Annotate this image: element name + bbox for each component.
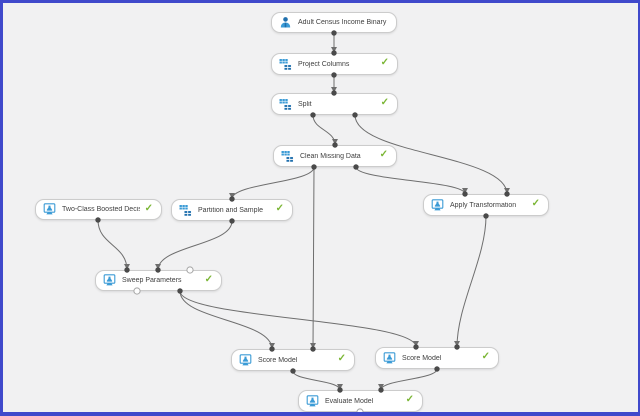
module-label: Split (298, 100, 312, 108)
module-node-adult-census-dataset[interactable]: Adult Census Income Binary C... (271, 12, 397, 33)
module-label: Two-Class Boosted Decision T... (62, 206, 140, 213)
data-transform-icon (279, 98, 292, 111)
module-label: Evaluate Model (325, 397, 374, 405)
module-label: Adult Census Income Binary C... (298, 19, 388, 26)
status-check-icon: ✓ (380, 57, 389, 68)
ml-module-icon (239, 353, 252, 367)
status-check-icon: ✓ (144, 202, 153, 214)
dataset-icon (279, 16, 292, 29)
data-transform-icon (279, 58, 292, 71)
data-transform-icon (281, 150, 294, 163)
module-label: Clean Missing Data (300, 152, 361, 160)
module-node-apply-transformation[interactable]: Apply Transformation ✓ (423, 194, 549, 216)
module-node-two-class-boosted-decision-tree[interactable]: Two-Class Boosted Decision T... ✓ (35, 199, 162, 220)
status-check-icon: ✓ (380, 97, 389, 108)
status-check-icon: ✓ (337, 353, 346, 364)
module-node-sweep-parameters[interactable]: Sweep Parameters ✓ (95, 270, 222, 291)
module-node-score-model-left[interactable]: Score Model ✓ (231, 349, 355, 371)
module-label: Score Model (402, 354, 442, 362)
module-node-project-columns[interactable]: Project Columns ✓ (271, 53, 398, 75)
ml-module-icon (103, 274, 116, 287)
status-check-icon: ✓ (379, 149, 388, 160)
ml-module-icon (383, 351, 396, 365)
module-label: Score Model (258, 356, 298, 364)
status-check-icon: ✓ (204, 273, 213, 285)
ml-module-icon (431, 198, 444, 212)
experiment-canvas[interactable]: Adult Census Income Binary C... Project C… (3, 3, 638, 412)
module-label: Project Columns (298, 60, 350, 68)
module-node-clean-missing-data[interactable]: Clean Missing Data ✓ (273, 145, 397, 167)
status-check-icon: ✓ (481, 351, 490, 362)
module-label: Partition and Sample (198, 206, 263, 214)
module-node-score-model-right[interactable]: Score Model ✓ (375, 347, 499, 369)
ml-module-icon (306, 394, 319, 408)
status-check-icon: ✓ (405, 394, 414, 405)
data-transform-icon (179, 204, 192, 217)
module-node-partition-and-sample[interactable]: Partition and Sample ✓ (171, 199, 293, 221)
module-label: Sweep Parameters (122, 277, 182, 284)
status-check-icon: ✓ (531, 198, 540, 209)
module-label: Apply Transformation (450, 201, 517, 209)
status-check-icon: ✓ (275, 203, 284, 214)
module-node-split[interactable]: Split ✓ (271, 93, 398, 115)
ml-module-icon (43, 203, 56, 216)
module-node-evaluate-model[interactable]: Evaluate Model ✓ (298, 390, 423, 412)
